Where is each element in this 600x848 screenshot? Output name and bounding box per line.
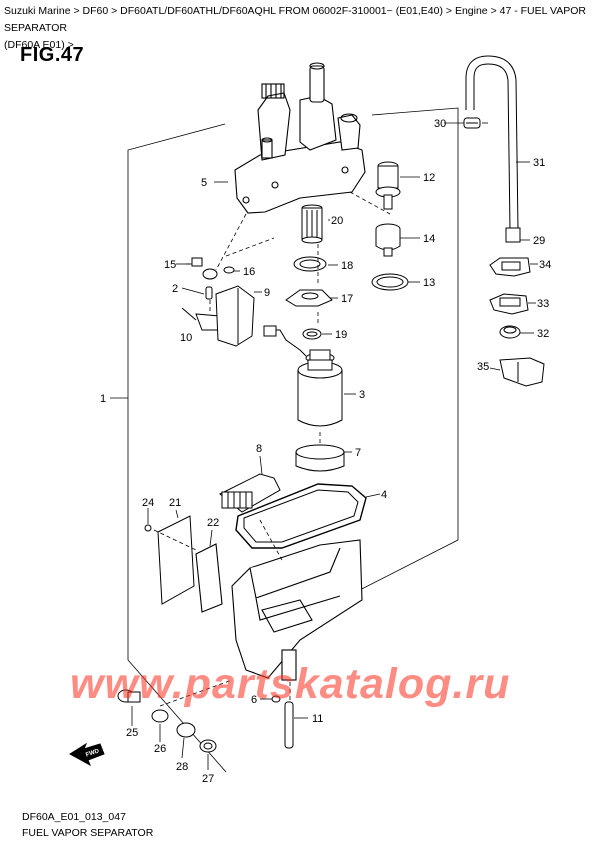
callout-32[interactable]: 32 (537, 328, 549, 340)
callout-5[interactable]: 5 (201, 177, 207, 189)
assembly-bracket (127, 107, 459, 773)
side-cover-plate (144, 515, 223, 613)
drain-plug-parts (117, 689, 294, 753)
sensor-bracket-parts (181, 257, 255, 347)
separator-cover-part (234, 62, 366, 214)
callout-15[interactable]: 15 (164, 259, 176, 271)
callout-4[interactable]: 4 (381, 489, 387, 501)
callout-1[interactable]: 1 (100, 393, 106, 405)
breadcrumb: Suzuki Marine > DF60 > DF60ATL/DF60ATHL/… (4, 3, 596, 54)
callout-29[interactable]: 29 (533, 235, 545, 247)
callout-25[interactable]: 25 (126, 727, 138, 739)
fuel-pump-part (263, 325, 343, 427)
callout-14[interactable]: 14 (423, 233, 435, 245)
breadcrumb-section-link[interactable]: Engine (454, 5, 488, 17)
fuel-hose-part (463, 55, 521, 243)
callout-10[interactable]: 10 (180, 332, 192, 344)
callout-34[interactable]: 34 (539, 259, 551, 271)
fwd-arrow-icon (69, 742, 105, 767)
callout-9[interactable]: 9 (264, 287, 270, 299)
callout-31[interactable]: 31 (533, 157, 545, 169)
fwd-label: FWD (85, 748, 100, 758)
callout-6[interactable]: 6 (251, 694, 257, 706)
pressure-regulator-part (371, 161, 409, 291)
callout-11[interactable]: 11 (312, 713, 323, 725)
callout-3[interactable]: 3 (359, 389, 365, 401)
breadcrumb-separator: > (70, 5, 83, 17)
callout-2[interactable]: 2 (172, 283, 178, 295)
diagram-code: DF60A_E01_013_047 (22, 811, 126, 823)
breadcrumb-separator: > (108, 5, 121, 17)
diagram-name: FUEL VAPOR SEPARATOR (22, 827, 154, 839)
breadcrumb-separator: > (487, 5, 500, 17)
callout-24[interactable]: 24 (142, 497, 154, 509)
fuel-filter-part (285, 204, 333, 340)
pump-holder-and-gasket (219, 444, 367, 549)
breadcrumb-brand-link[interactable]: Suzuki Marine (4, 5, 71, 17)
callout-12[interactable]: 12 (423, 172, 435, 184)
breadcrumb-separator: > (64, 39, 74, 51)
breadcrumb-separator: > (442, 5, 455, 17)
callout-19[interactable]: 19 (335, 329, 347, 341)
callout-33[interactable]: 33 (537, 298, 549, 310)
callout-16[interactable]: 16 (243, 266, 255, 278)
watermark: www.partskatalog.ru (70, 660, 511, 708)
callout-18[interactable]: 18 (341, 260, 353, 272)
separator-body-part (231, 539, 363, 681)
hose-clips-parts (489, 257, 545, 387)
callout-21[interactable]: 21 (169, 497, 181, 509)
figure-title: FIG.47 (20, 44, 85, 66)
callout-35[interactable]: 35 (477, 361, 489, 373)
callout-30[interactable]: 30 (434, 118, 446, 130)
callout-13[interactable]: 13 (423, 277, 435, 289)
callout-20[interactable]: 20 (331, 215, 343, 227)
callout-8[interactable]: 8 (256, 443, 262, 455)
breadcrumb-model-link[interactable]: DF60 (82, 5, 109, 17)
breadcrumb-current-page: 47 - FUEL VAPOR SEPARATOR (4, 5, 586, 34)
callout-7[interactable]: 7 (355, 447, 361, 459)
breadcrumb-subtitle: (DF60A E01) (4, 39, 65, 51)
callout-27[interactable]: 27 (202, 773, 214, 785)
callout-26[interactable]: 26 (154, 743, 166, 755)
callout-28[interactable]: 28 (176, 761, 188, 773)
callout-17[interactable]: 17 (341, 293, 353, 305)
callout-22[interactable]: 22 (207, 517, 219, 529)
breadcrumb-variant-link[interactable]: DF60ATL/DF60ATHL/DF60AQHL FROM 06002F-31… (120, 5, 443, 17)
